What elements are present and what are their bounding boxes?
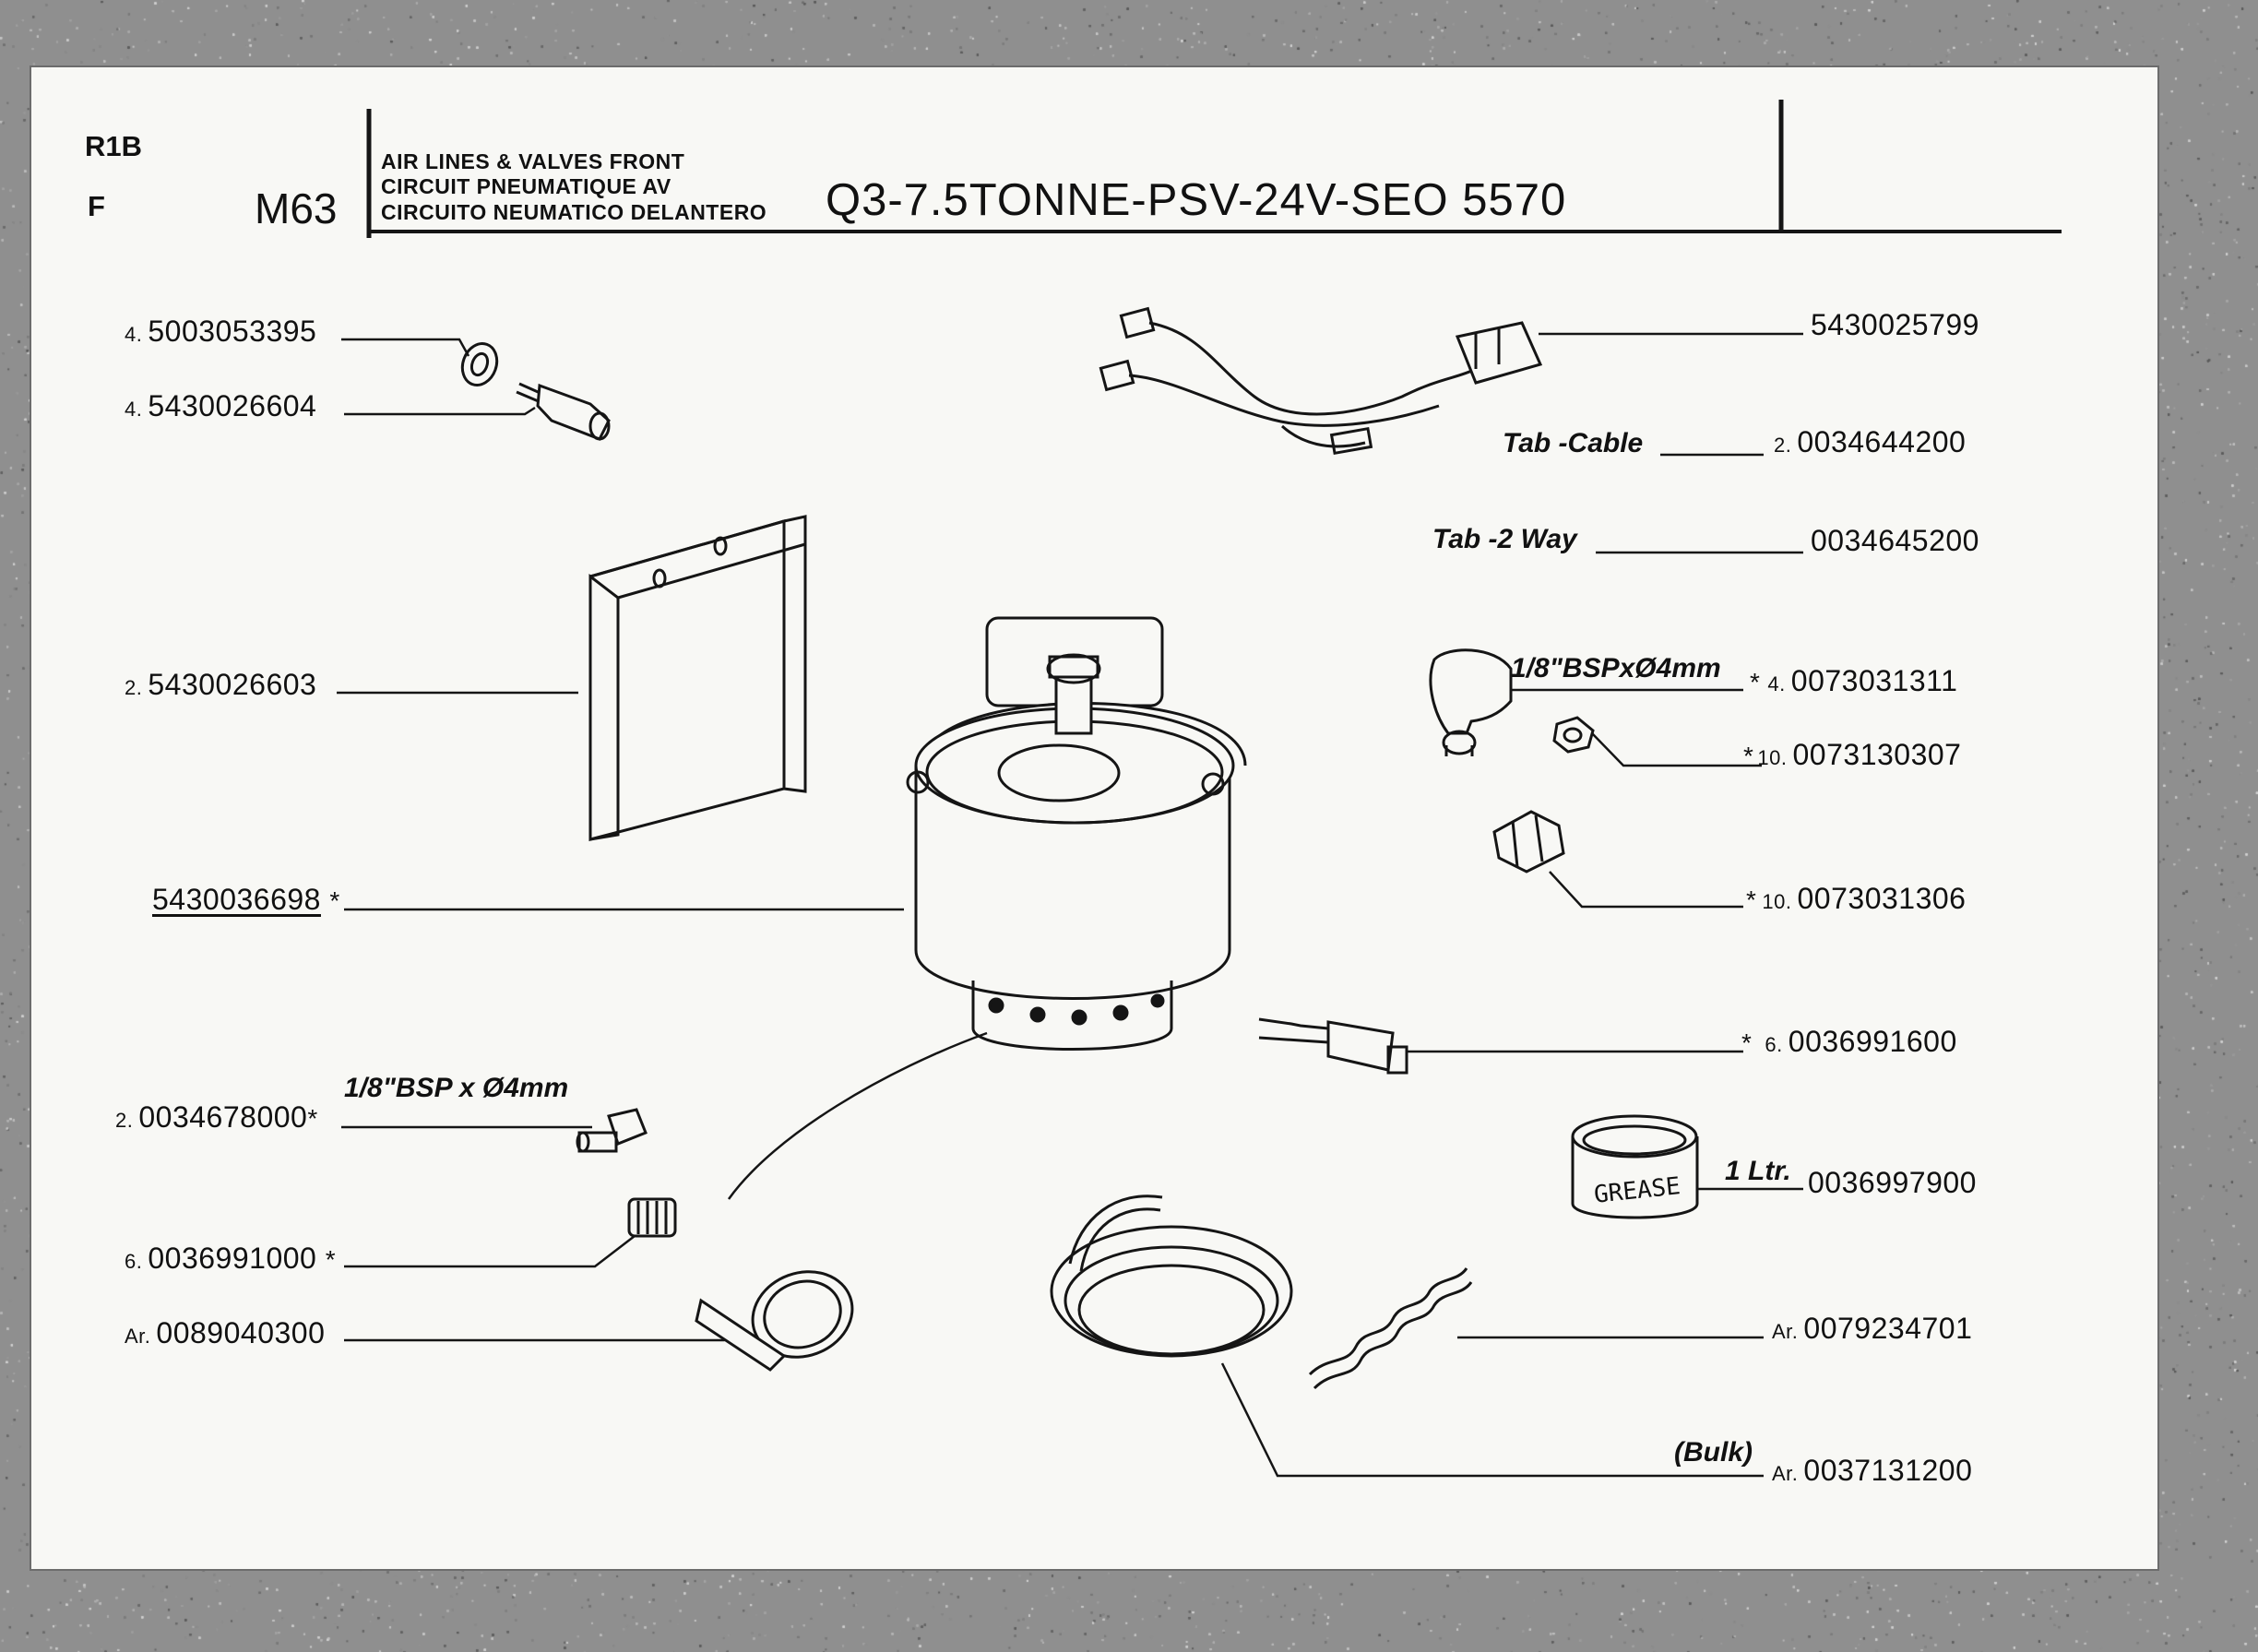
leader-lines [337, 332, 1803, 1478]
title-line-es: CIRCUITO NEUMATICO DELANTERO [381, 200, 767, 224]
part-label-connector: *6.0036991600 [1741, 1025, 1957, 1058]
part-label-clip: Ar.0089040300 [125, 1316, 326, 1349]
part-label-elbow: *4.0073031311 [1750, 664, 1958, 697]
header-rules [366, 100, 2062, 238]
mounting-bracket-drawing [588, 515, 807, 841]
note-tab-cable: Tab -Cable [1503, 428, 1644, 458]
note-bsp-right: 1/8"BSPxØ4mm [1511, 653, 1721, 683]
part-label-adapter: 2.0034678000* [115, 1100, 318, 1134]
bsp-adapter-drawing [576, 1108, 648, 1153]
part-label-plug: 6.0036991000 * [125, 1242, 337, 1275]
quick-connector-drawing [1258, 1017, 1408, 1075]
note-bulk: (Bulk) [1674, 1437, 1753, 1468]
part-label-union: *10.0073031306 [1746, 882, 1967, 915]
grease-tin-drawing [1571, 1114, 1699, 1219]
note-1-ltr: 1 Ltr. [1725, 1156, 1791, 1186]
elbow-fitting-drawing [1429, 648, 1513, 756]
model-title: Q3-7.5TONNE-PSV-24V-SEO 5570 [826, 175, 1567, 225]
spacer-stud-drawing [516, 382, 611, 441]
page-ref: M63 [255, 184, 338, 232]
part-label-grease: 0036997900 [1808, 1166, 1977, 1199]
washer-drawing [460, 342, 499, 386]
air-hose-coil-drawing [1050, 1194, 1293, 1358]
air-valve-drawing [906, 616, 1247, 1051]
note-bsp-left: 1/8"BSP x Ø4mm [344, 1073, 569, 1103]
note-tab-2-way: Tab -2 Way [1432, 524, 1577, 554]
part-label-tab-cable: 2.0034644200 [1774, 425, 1967, 458]
title-line-fr: CIRCUIT PNEUMATIQUE AV [381, 174, 671, 198]
part-label-tab-2-way: 0034645200 [1811, 524, 1979, 557]
part-label-spacer: 4.5430026604 [125, 389, 317, 422]
part-label-nut: *10.0073130307 [1743, 738, 1962, 771]
plug-drawing [627, 1197, 677, 1238]
part-label-washer: 4.5003053395 [125, 315, 317, 348]
wiring-harness-drawing [1099, 306, 1543, 456]
part-label-harness: 5430025799 [1811, 308, 1979, 341]
section-code: R1B [85, 130, 143, 162]
part-label-spring: Ar.0079234701 [1772, 1312, 1973, 1345]
hose-clip-drawing [695, 1270, 854, 1372]
language-code: F [88, 190, 105, 222]
part-label-bracket: 2.5430026603 [125, 668, 317, 701]
union-fitting-drawing [1492, 810, 1565, 874]
part-label-air-hose: Ar.0037131200 [1772, 1454, 1973, 1487]
title-line-en: AIR LINES & VALVES FRONT [381, 149, 685, 173]
nut-drawing [1552, 716, 1595, 754]
spring-drawing [1308, 1267, 1473, 1390]
part-label-valve: 5430036698 * [152, 883, 340, 916]
